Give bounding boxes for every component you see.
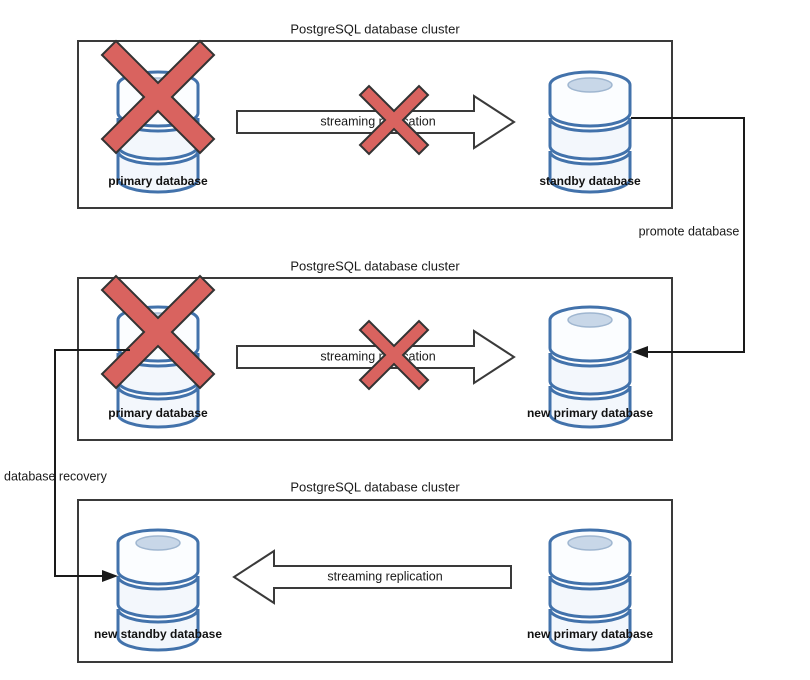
panel-top-replication-arrow: streaming replication <box>236 85 515 155</box>
database-recovery-arrowhead <box>102 570 118 582</box>
panel-bottom-new-primary-database-label: new primary database <box>527 627 653 641</box>
panel-bottom-title: PostgreSQL database cluster <box>290 479 460 494</box>
panel-middle-primary-database: primary database <box>101 275 215 429</box>
panel-bottom-new-standby-database: new standby database <box>94 528 222 652</box>
panel-bottom-replication-arrow: streaming replication <box>233 550 512 604</box>
promote-database-arrowhead <box>632 346 648 358</box>
panel-bottom-new-standby-database-label: new standby database <box>94 627 222 641</box>
panel-middle-new-primary-database: new primary database <box>527 305 653 429</box>
panel-top-primary-database: primary database <box>101 40 215 194</box>
panel-bottom-replication-arrow-label: streaming replication <box>327 569 442 583</box>
panel-middle-primary-database-label: primary database <box>108 406 208 420</box>
connector-database-recovery: database recovery <box>4 349 130 582</box>
panel-top-title: PostgreSQL database cluster <box>290 21 460 36</box>
panel-top-standby-database-label: standby database <box>539 174 641 188</box>
panel-bottom-new-primary-database: new primary database <box>527 528 653 652</box>
panel-middle-title: PostgreSQL database cluster <box>290 258 460 273</box>
panel-bottom: PostgreSQL database cluster new standby … <box>77 479 673 663</box>
connector-promote-database: promote database <box>631 117 745 358</box>
panel-top: PostgreSQL database cluster primary data… <box>77 21 673 209</box>
panel-top-standby-database: standby database <box>539 70 641 194</box>
panel-middle-new-primary-database-label: new primary database <box>527 406 653 420</box>
panel-middle: PostgreSQL database cluster primary data… <box>77 258 673 441</box>
panel-middle-replication-arrow: streaming replication <box>236 320 515 390</box>
connector-promote-database-label: promote database <box>639 224 740 238</box>
connector-database-recovery-label: database recovery <box>4 469 108 483</box>
panel-top-primary-database-label: primary database <box>108 174 208 188</box>
